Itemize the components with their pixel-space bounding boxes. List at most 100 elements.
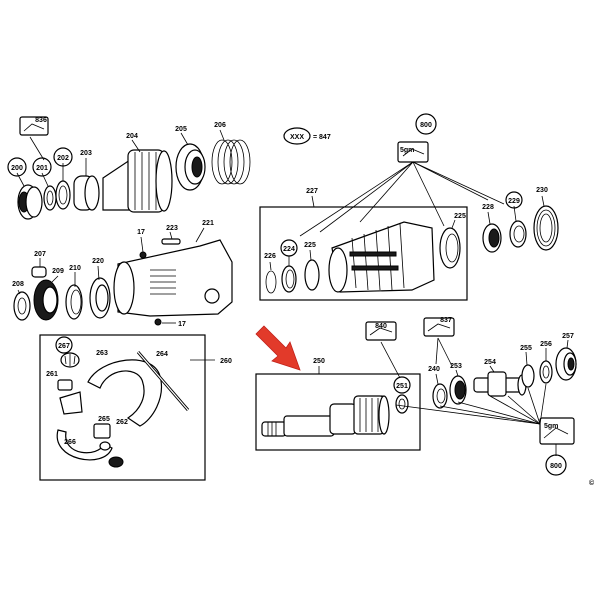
part-208-ring	[13, 291, 31, 321]
callout-230: 230	[536, 187, 548, 194]
grease-pack-836	[19, 116, 49, 136]
callout-251: 251	[396, 383, 408, 390]
part-227-cylinder-body	[328, 221, 435, 293]
part-204-chuck-sleeve	[102, 149, 173, 213]
callout-201: 201	[36, 165, 48, 172]
part-206-spring	[211, 139, 251, 185]
callout-260: 260	[220, 358, 232, 365]
part-255-ring	[521, 364, 535, 388]
grease-arrows-bottom	[395, 383, 547, 425]
labels: 200 201 202 203 204 205 206 836 207 208 …	[7, 113, 595, 487]
part-221-gear-housing	[113, 239, 233, 326]
callout-225-right: 225	[454, 213, 466, 220]
callout-203: 203	[80, 150, 92, 157]
callout-255: 255	[520, 345, 532, 352]
part-205-collar	[175, 143, 206, 191]
leader-lines-mid-left	[17, 227, 205, 324]
part-266-band	[56, 423, 113, 461]
leader-lines-top-left	[16, 129, 225, 187]
copyright-mark: ©	[589, 479, 595, 487]
part-251-ring	[395, 394, 409, 414]
part-209-gear	[33, 279, 59, 321]
grease-label-bottom: 5gm	[544, 423, 558, 430]
part-265-screw	[99, 441, 111, 451]
part-223-bolt	[161, 238, 181, 245]
callout-17-bottom: 17	[178, 321, 186, 328]
callout-254: 254	[484, 359, 496, 366]
key-equals: = 847	[313, 134, 331, 141]
part-261-clamp	[57, 379, 83, 415]
red-arrow	[255, 325, 301, 371]
frame-227-cylinder	[259, 206, 468, 301]
callout-263: 263	[96, 350, 108, 357]
callout-262: 262	[116, 419, 128, 426]
part-226-ring	[265, 270, 277, 294]
part-230-spring-ring	[533, 205, 559, 251]
callout-265: 265	[98, 416, 110, 423]
grease-pack-840	[365, 321, 397, 341]
callout-240: 240	[428, 366, 440, 373]
callout-267: 267	[58, 343, 70, 350]
part-263-handle-grip	[87, 359, 162, 427]
part-264-depth-rod	[136, 351, 190, 411]
callout-266: 266	[64, 439, 76, 446]
grease-pack-837	[423, 317, 455, 337]
key-code: XXX	[290, 134, 304, 141]
part-254-shaft	[473, 371, 527, 397]
part-203-sleeve	[73, 175, 100, 211]
key-ellipse	[283, 127, 311, 145]
callout-250: 250	[313, 358, 325, 365]
leader-lines-right-bottom	[380, 337, 569, 456]
callout-202: 202	[57, 155, 69, 162]
callout-207: 207	[34, 251, 46, 258]
callout-204: 204	[126, 133, 138, 140]
callout-228: 228	[482, 204, 494, 211]
callout-840: 840	[375, 323, 387, 330]
callout-224: 224	[283, 246, 295, 253]
callout-229: 229	[508, 198, 520, 205]
frame-260-side-handle	[39, 334, 206, 481]
callout-205: 205	[175, 126, 187, 133]
callout-206: 206	[214, 122, 226, 129]
callout-17-top: 17	[137, 229, 145, 236]
part-224-ring	[281, 265, 297, 293]
part-253-ring	[449, 375, 467, 405]
callout-837: 837	[440, 317, 452, 324]
callout-220: 220	[92, 258, 104, 265]
part-225-oring	[304, 259, 320, 291]
part-256-ring	[539, 360, 553, 384]
part-220-seal	[89, 277, 111, 319]
part-240-ring	[432, 383, 448, 409]
callout-226: 226	[264, 253, 276, 260]
part-262-nut	[108, 456, 124, 468]
part-229-ring	[509, 220, 527, 248]
part-200-ring	[17, 184, 43, 220]
callout-227: 227	[306, 188, 318, 195]
callout-257: 257	[562, 333, 574, 340]
part-228-ring	[482, 223, 502, 253]
callout-221: 221	[202, 220, 214, 227]
callout-836: 836	[35, 117, 47, 124]
part-225-ring-right	[439, 227, 461, 269]
callout-210: 210	[69, 265, 81, 272]
frame-250-spindle	[255, 373, 421, 451]
callout-800-bottom: 800	[550, 463, 562, 470]
callout-208: 208	[12, 281, 24, 288]
grease-pack-800-bottom	[539, 417, 575, 445]
part-207	[31, 266, 47, 278]
part-210-ring	[65, 284, 83, 320]
callout-253: 253	[450, 363, 462, 370]
callout-223: 223	[166, 225, 178, 232]
callout-225-left: 225	[304, 242, 316, 249]
part-201-washer	[43, 185, 57, 211]
grease-label-top: 5gm	[400, 147, 414, 154]
callout-800-top: 800	[420, 122, 432, 129]
part-257-cap	[555, 347, 577, 381]
callout-200: 200	[11, 165, 23, 172]
callout-209: 209	[52, 268, 64, 275]
grease-arrows-top	[299, 161, 505, 237]
part-250-spindle	[261, 395, 390, 437]
callout-261: 261	[46, 371, 58, 378]
part-202-ring	[55, 180, 71, 210]
